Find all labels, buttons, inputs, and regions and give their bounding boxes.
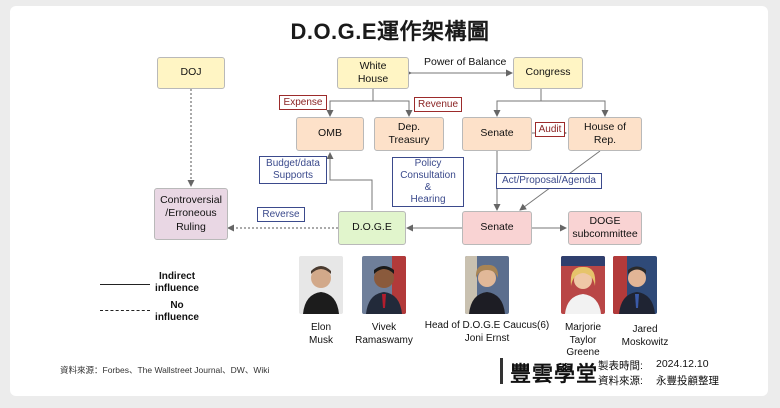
node-doge-subcommittee: DOGE subcommittee [568,211,642,245]
node-doj: DOJ [157,57,225,89]
revenue-tag: Revenue [414,97,462,112]
policy-tag: Policy Consultation & Hearing [392,157,464,207]
portrait-icon [362,256,406,314]
date-label: 製表時間: [598,360,643,372]
portrait-icon [613,256,657,314]
person-name: Vivek Ramaswamy [355,322,413,346]
budget-tag: Budget/data Supports [259,156,327,184]
legend-none-label: No influence [155,300,199,323]
person-name: Elon Musk [309,322,333,346]
reverse-tag: Reverse [257,207,305,222]
wh-treasury-line [373,100,413,117]
photo-elon-musk [299,256,343,314]
portrait-icon [299,256,343,314]
photo-jared-moskowitz [613,256,657,314]
person-name: Marjorie Taylor Greene [564,322,602,358]
legend-solid-line [100,284,150,285]
node-house: House of Rep. [568,117,642,151]
legend-dashed-line [100,310,150,311]
brand-logo: 豐雲學堂 [510,363,598,386]
brand-divider [500,358,503,384]
expense-tag: Expense [279,95,327,110]
portrait-icon [465,256,509,314]
node-congress: Congress [513,57,583,89]
date-value: 2024.12.10 [656,358,709,370]
node-senate-top: Senate [462,117,532,151]
person-name: Jared Moskowitz [621,324,669,348]
node-omb: OMB [296,117,364,151]
source-note: 資料來源：Forbes、The Wallstreet Journal、DW、Wi… [60,365,270,375]
legend-indirect-label: Indirect influence [155,271,199,294]
node-doge: D.O.G.E [338,211,406,245]
source-value: 永豐投顧整理 [656,375,719,387]
node-treasury: Dep. Treasury [374,117,444,151]
portrait-icon [561,256,605,314]
page-title: D.O.G.E運作架構圖 [290,19,490,44]
photo-vivek-ramaswamy [362,256,406,314]
congress-senate-line [493,89,542,117]
photo-joni-ernst [465,256,509,314]
node-senate-bottom: Senate [462,211,532,245]
act-tag: Act/Proposal/Agenda [496,173,602,189]
node-white-house: White House [337,57,409,89]
congress-house-line [541,100,609,117]
node-ruling: Controversial /Erroneous Ruling [154,188,228,240]
photo-marjorie-taylor-greene [561,256,605,314]
wh-omb-line [326,89,374,117]
person-name: Head of D.O.G.E Caucus(6) Joni Ernst [424,320,550,344]
power-balance-label: Power of Balance [424,56,507,68]
doge-omb-line [326,152,373,210]
source-label: 資料來源: [598,375,643,387]
audit-tag: Audit [535,122,565,137]
